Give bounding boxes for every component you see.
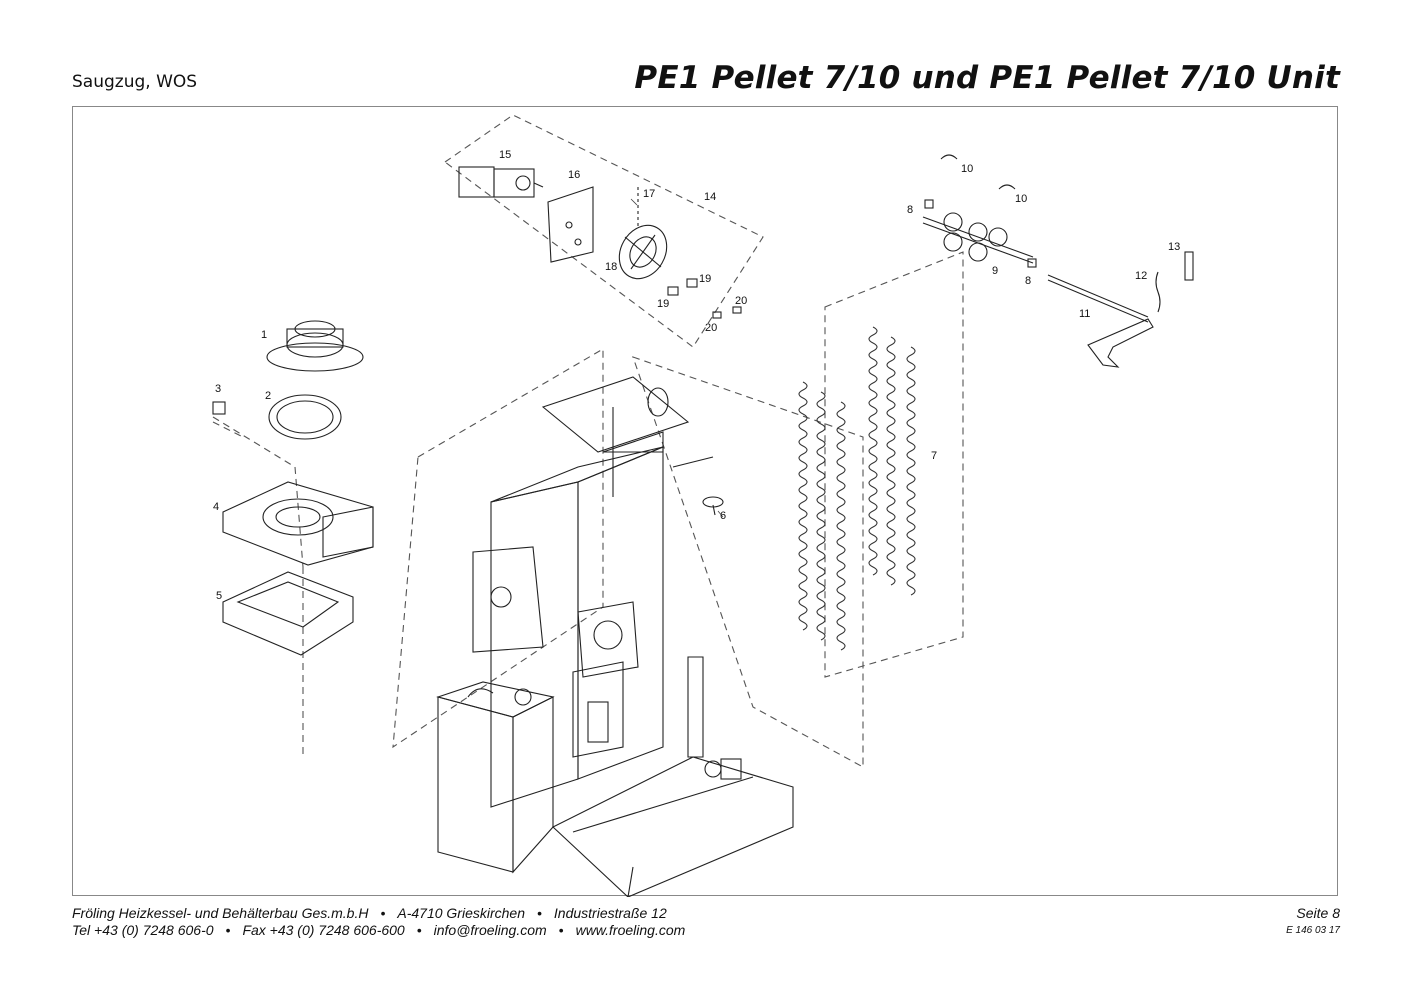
callout-13: 13 [1168,241,1180,253]
motor-bracket [547,186,594,263]
document-code: E 146 03 17 [1286,925,1340,936]
cleaning-shaft [922,154,1194,368]
page-title: PE1 Pellet 7/10 und PE1 Pellet 7/10 Unit [634,60,1340,96]
callout-8a: 8 [907,204,913,216]
callout-20b: 20 [735,295,747,307]
turbulator-springs [798,326,916,651]
callout-6: 6 [720,510,726,522]
footer-bullet: • [225,922,231,938]
callout-2: 2 [265,390,271,402]
fan-housing [222,481,374,566]
callout-10a: 10 [961,163,973,175]
section-title: Saugzug, WOS [72,72,198,92]
footer-web-link[interactable]: www.froeling.com [575,922,686,938]
bushings [667,278,742,319]
page-number: Seite 8 [1296,905,1340,921]
footer-street: Industriestraße 12 [553,905,667,921]
callout-19b: 19 [699,273,711,285]
callout-8b: 8 [1025,275,1031,287]
base-frame [552,656,794,897]
callout-7: 7 [931,450,937,462]
callout-17: 17 [643,188,655,200]
callout-labels: 1 2 3 4 5 6 7 8 8 9 10 10 11 12 13 14 15… [213,149,1180,602]
callout-12: 12 [1135,270,1147,282]
footer-bullet: • [558,922,564,938]
drawing-frame: 1 2 3 4 5 6 7 8 8 9 10 10 11 12 13 14 15… [72,106,1338,897]
gasket-plate [222,571,354,656]
callout-11: 11 [1079,308,1090,320]
ash-container [436,681,555,874]
footer-bullet: • [380,905,386,921]
side-motor [704,758,742,780]
footer-line-2: Tel +43 (0) 7248 606-0 • Fax +43 (0) 7248 … [72,922,685,938]
callout-1: 1 [261,329,267,341]
callout-5: 5 [216,590,222,602]
footer-email-link[interactable]: info@froeling.com [433,922,547,938]
footer-fax: Fax +43 (0) 7248 606-600 [242,922,405,938]
footer-bullet: • [416,922,422,938]
callout-9: 9 [992,265,998,277]
footer-city: A-4710 Grieskirchen [397,905,525,921]
crank-wheel [618,224,668,280]
leader-lines [630,198,724,518]
boiler-body [472,376,714,808]
callout-16: 16 [568,169,580,181]
callout-18: 18 [605,261,617,273]
nut [212,401,226,415]
callout-4: 4 [213,501,219,513]
callout-3: 3 [215,383,221,395]
callout-10b: 10 [1015,193,1027,205]
callout-20a: 20 [705,322,717,334]
footer-company: Fröling Heizkessel- und Behälterbau Ges.… [72,905,369,921]
drive-motor [458,166,544,198]
exploded-parts-drawing: 1 2 3 4 5 6 7 8 8 9 10 10 11 12 13 14 15… [212,114,1194,897]
knob [702,496,724,516]
gasket-ring [268,394,342,440]
callout-14: 14 [704,191,716,203]
callout-19a: 19 [657,298,669,310]
footer-phone: Tel +43 (0) 7248 606-0 [72,922,214,938]
footer-line-1: Fröling Heizkessel- und Behälterbau Ges.… [72,905,667,921]
fan-motor [266,320,364,372]
callout-15: 15 [499,149,511,161]
footer-bullet: • [537,905,542,921]
